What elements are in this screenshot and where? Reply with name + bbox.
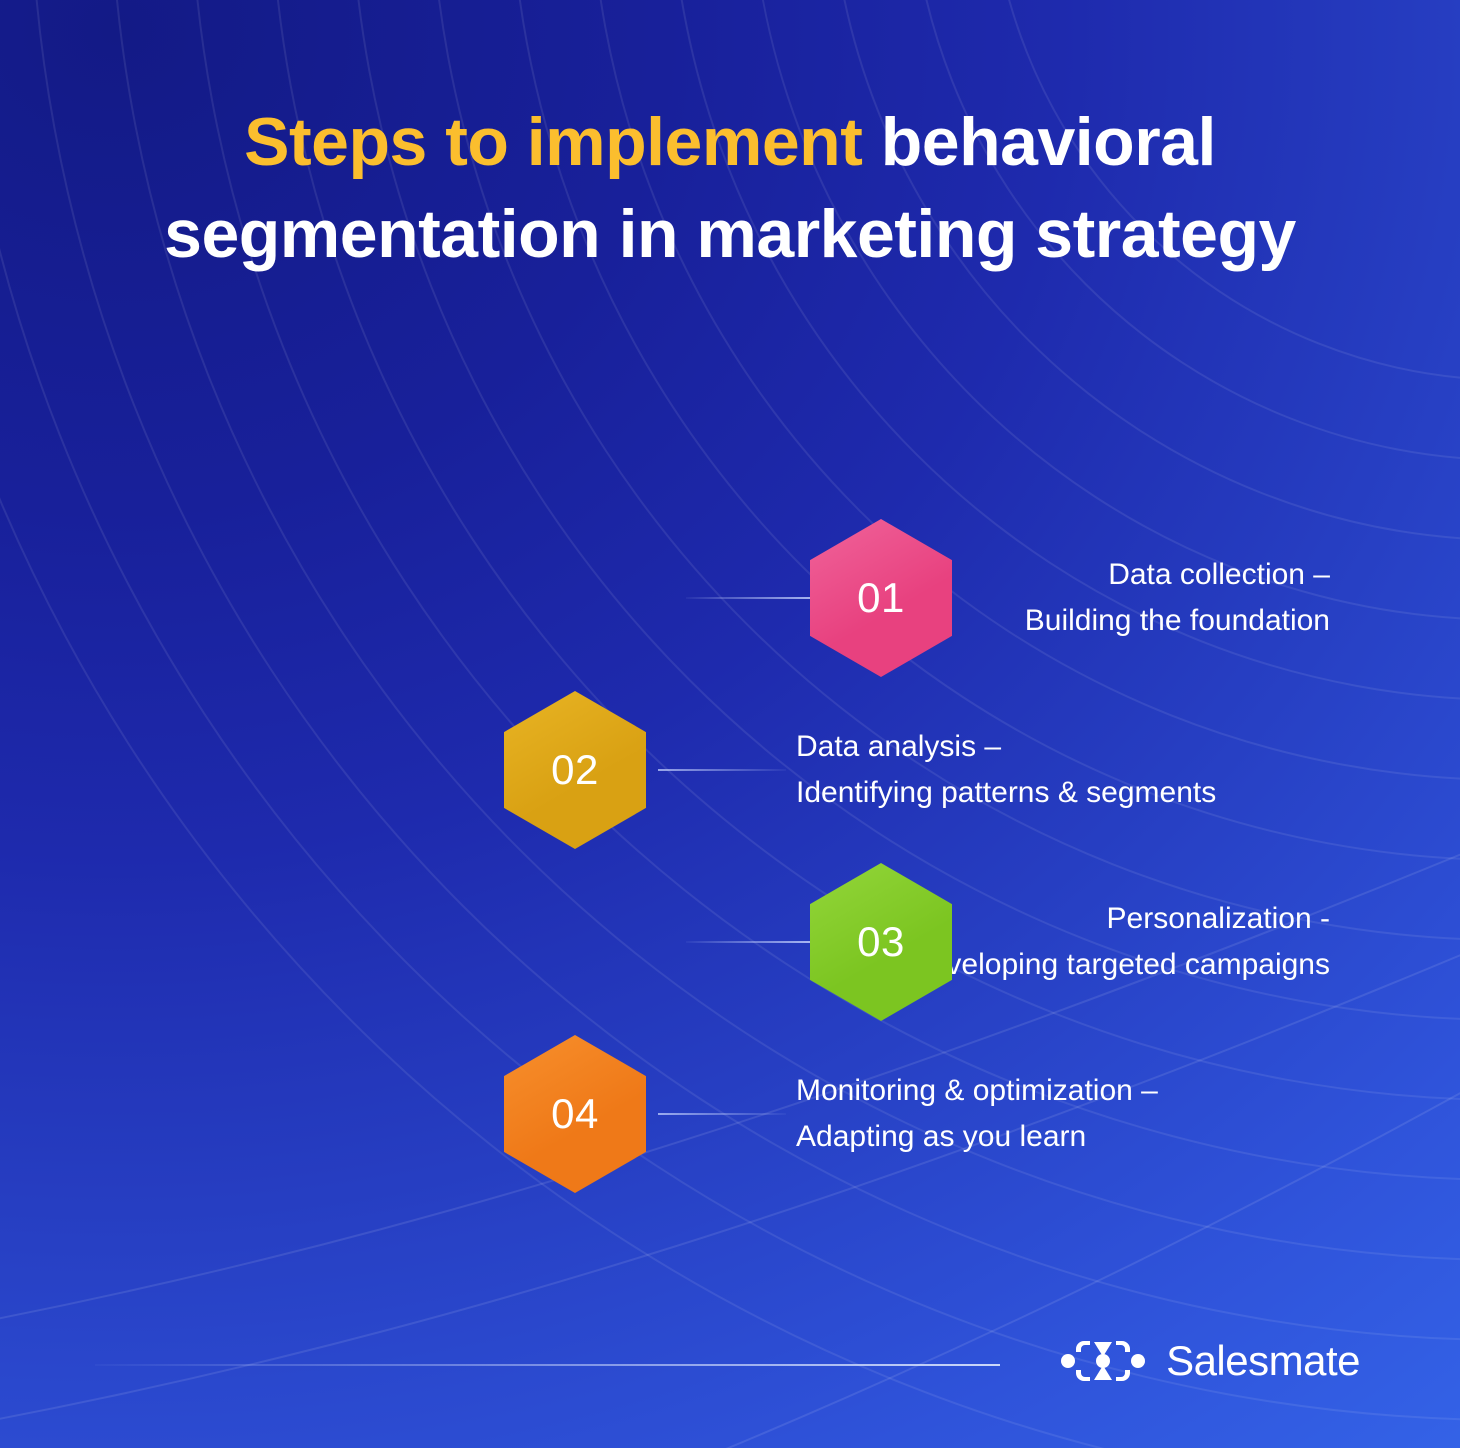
step-number-02: 02 — [551, 746, 599, 793]
step-label-02: Data analysis – Identifying patterns & s… — [796, 730, 1217, 809]
brand-name: Salesmate — [1166, 1337, 1360, 1384]
step-item-03: Personalization - Developing targeted ca… — [0, 856, 1460, 1028]
step-number-03: 03 — [857, 918, 905, 965]
title-accent-text: Steps to implement — [244, 104, 863, 180]
step-item-04: 04 Monitoring & optimization – Adapting … — [0, 1028, 1460, 1200]
title-text: Steps to implement behavioral segmentati… — [120, 96, 1340, 281]
step-connector-04 — [658, 1113, 786, 1115]
step-number-04: 04 — [551, 1090, 599, 1137]
page-title: Steps to implement behavioral segmentati… — [0, 96, 1460, 281]
step-label-04: Monitoring & optimization – Adapting as … — [796, 1074, 1158, 1153]
step-number-01: 01 — [857, 574, 905, 621]
step-connector-01 — [686, 597, 810, 599]
title-rest-text: behavioral segmentation in marketing str… — [164, 104, 1296, 273]
step-item-01: Data collection – Building the foundatio… — [0, 512, 1460, 684]
step-hexagon-02: 02 — [504, 691, 646, 849]
steps-list: Data collection – Building the foundatio… — [0, 512, 1460, 1200]
step-hexagon-01: 01 — [810, 519, 952, 677]
step-hexagon-04: 04 — [504, 1035, 646, 1193]
salesmate-logo-icon — [1060, 1337, 1146, 1385]
step-connector-02 — [658, 769, 786, 771]
step-item-02: 02 Data analysis – Identifying patterns … — [0, 684, 1460, 856]
step-label-01: Data collection – Building the foundatio… — [1024, 558, 1330, 637]
brand-logo: Salesmate — [1060, 1337, 1360, 1385]
step-connector-03 — [686, 941, 810, 943]
step-hexagon-03: 03 — [810, 863, 952, 1021]
footer-divider — [95, 1364, 1000, 1366]
